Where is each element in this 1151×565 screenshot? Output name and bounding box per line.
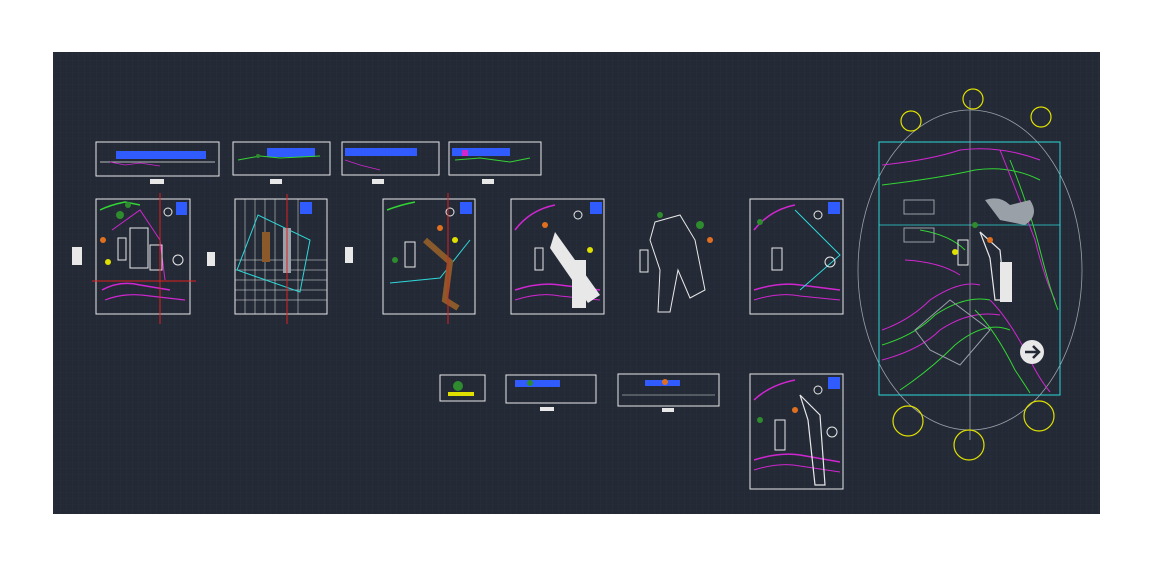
section-marker-icon	[72, 247, 82, 265]
grid-plan-2[interactable]	[207, 194, 328, 324]
site-plan-3[interactable]	[345, 193, 476, 324]
section-marker-icon	[345, 247, 353, 263]
model-space-right[interactable]	[671, 52, 1100, 514]
site-plan-6[interactable]	[749, 198, 844, 315]
section-marker-icon	[372, 179, 384, 184]
roof-plan-5[interactable]	[639, 212, 713, 313]
section-marker-icon	[207, 252, 215, 266]
elevation-2[interactable]	[232, 141, 331, 184]
section-2[interactable]	[505, 374, 597, 411]
site-plan-1[interactable]	[72, 193, 196, 324]
elevation-1[interactable]	[95, 141, 220, 184]
section-marker-icon	[150, 179, 164, 184]
section-marker-icon	[482, 179, 494, 184]
elevation-3[interactable]	[341, 141, 440, 184]
detail-1[interactable]	[439, 374, 486, 402]
site-plan-4[interactable]	[510, 198, 605, 315]
section-marker-icon	[270, 179, 282, 184]
elevation-4[interactable]	[448, 141, 542, 184]
site-plan-7[interactable]	[749, 373, 844, 490]
topographic-plan[interactable]	[857, 88, 1083, 461]
model-space[interactable]	[53, 52, 671, 514]
section-3[interactable]	[617, 373, 720, 412]
north-arrow-icon	[172, 254, 184, 266]
